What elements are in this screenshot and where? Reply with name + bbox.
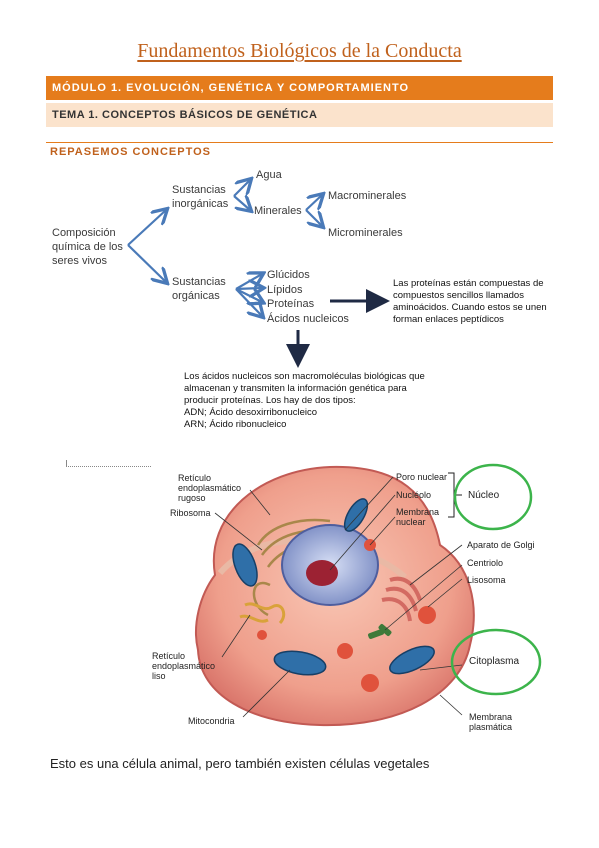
arrow-organic-acidos xyxy=(235,288,262,316)
node-lipids: Lípidos xyxy=(267,284,303,296)
node-nucleic-acids: Ácidos nucleicos xyxy=(267,313,349,325)
diagram-root: Composición química de los seres vivos xyxy=(52,227,123,267)
label-plasma-membrane: Membrana plasmática xyxy=(469,712,513,732)
nucleolus-shape xyxy=(306,560,338,586)
dotted-placeholder xyxy=(66,460,151,467)
arrow-minerales-micro xyxy=(305,209,322,226)
label-lysosome: Lisosoma xyxy=(467,575,506,585)
node-proteins: Proteínas xyxy=(267,298,315,310)
label-nucleus: Núcleo xyxy=(468,490,500,501)
section-heading: REPASEMOS CONCEPTOS xyxy=(50,146,212,158)
node-water: Agua xyxy=(256,169,282,181)
label-mitochondria: Mitocondria xyxy=(188,716,235,726)
figure-caption: Esto es una célula animal, pero también … xyxy=(50,756,430,771)
concept-diagram-arrows xyxy=(127,0,390,368)
label-cytoplasm: Citoplasma xyxy=(469,656,520,667)
smooth-er-shape xyxy=(239,602,286,625)
label-leader-lines xyxy=(214,476,463,718)
node-microminerals: Microminerales xyxy=(328,227,403,239)
label-ribosome: Ribosoma xyxy=(170,508,211,518)
nucleic-acids-note: Los ácidos nucleicos son macromoléculas … xyxy=(184,371,425,430)
arrow-organic-glucidos xyxy=(235,274,262,290)
nucleus-highlight xyxy=(453,463,533,531)
label-nuclear-membrane: Membrana nuclear xyxy=(396,507,440,527)
cytoplasm-highlight xyxy=(450,628,542,696)
topic-heading: TEMA 1. CONCEPTOS BÁSICOS DE GENÉTICA xyxy=(46,103,553,127)
node-minerals: Minerales xyxy=(254,205,302,217)
label-smooth-er: Retículo endoplasmático liso xyxy=(152,651,216,681)
label-rough-er: Retículo endoplasmático rugoso xyxy=(178,473,242,503)
section-divider xyxy=(46,142,553,143)
label-nuclear-pore: Poro nuclear xyxy=(396,472,448,482)
protein-note: Las proteínas están compuestas de compue… xyxy=(393,278,547,325)
arrow-organic-lipidos xyxy=(235,288,262,289)
arrow-minerales-macro xyxy=(305,195,322,211)
label-nucleolus: Nucléolo xyxy=(396,490,432,500)
node-glucids: Glúcidos xyxy=(267,269,310,281)
document-title: Fundamentos Biológicos de la Conducta xyxy=(137,40,462,62)
module-heading: MÓDULO 1. EVOLUCIÓN, GENÉTICA Y COMPORTA… xyxy=(46,76,553,100)
arrow-organic-proteinas xyxy=(235,288,262,302)
arrow-inorganic-minerales xyxy=(233,196,250,210)
animal-cell-illustration xyxy=(195,463,542,727)
node-macrominerals: Macrominerales xyxy=(328,190,407,202)
lysosome-shapes xyxy=(257,539,436,692)
mitochondria-shapes xyxy=(232,498,435,676)
golgi-shape xyxy=(381,576,422,622)
node-inorganic: Sustancias inorgánicas xyxy=(172,184,229,210)
label-golgi: Aparato de Golgi xyxy=(467,540,535,550)
arrow-root-organic xyxy=(127,244,166,282)
label-centriole: Centriolo xyxy=(467,558,504,568)
arrow-inorganic-agua xyxy=(233,180,250,197)
node-organic: Sustancias orgánicas xyxy=(172,276,226,302)
arrow-root-inorganic xyxy=(127,210,166,246)
